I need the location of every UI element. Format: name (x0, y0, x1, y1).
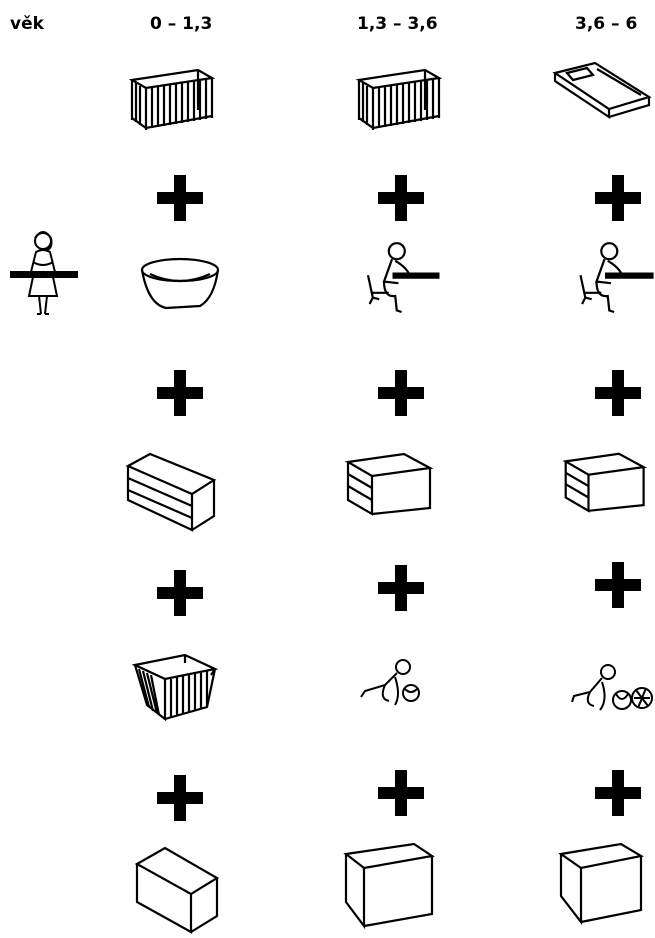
crawling-child-with-toys-icon (570, 660, 655, 720)
plus-sign (595, 370, 641, 416)
plus-sign (378, 565, 424, 611)
plus-sign (157, 370, 203, 416)
playpen-crib-icon (120, 60, 220, 140)
plus-sign (157, 570, 203, 616)
playpen-crib-icon (347, 60, 447, 140)
storage-box-icon (340, 840, 440, 935)
column-header-age-3-6: 3,6 – 6 (575, 14, 637, 34)
plus-sign (595, 175, 641, 221)
plus-sign (157, 175, 203, 221)
column-header-age-1-3: 1,3 – 3,6 (357, 14, 438, 34)
plus-sign (157, 775, 203, 821)
plus-sign (595, 770, 641, 816)
plus-sign (595, 562, 641, 608)
crawling-child-icon (355, 655, 435, 715)
child-at-table-icon (350, 240, 450, 320)
storage-box-icon (555, 840, 655, 935)
storage-box-icon (125, 840, 225, 935)
plus-sign (378, 370, 424, 416)
child-at-table-icon (570, 240, 655, 320)
open-playpen-icon (125, 645, 225, 725)
plus-sign (378, 770, 424, 816)
age-label: věk (10, 14, 44, 34)
chest-of-drawers-icon (342, 450, 442, 530)
chest-of-drawers-icon (120, 450, 220, 540)
mother-at-changing-table-icon (2, 228, 84, 328)
plus-sign (378, 175, 424, 221)
low-bed-icon (547, 55, 655, 135)
column-header-age-0-1: 0 – 1,3 (150, 14, 212, 34)
baby-bath-icon (130, 248, 230, 328)
chest-of-drawers-icon (560, 448, 655, 528)
